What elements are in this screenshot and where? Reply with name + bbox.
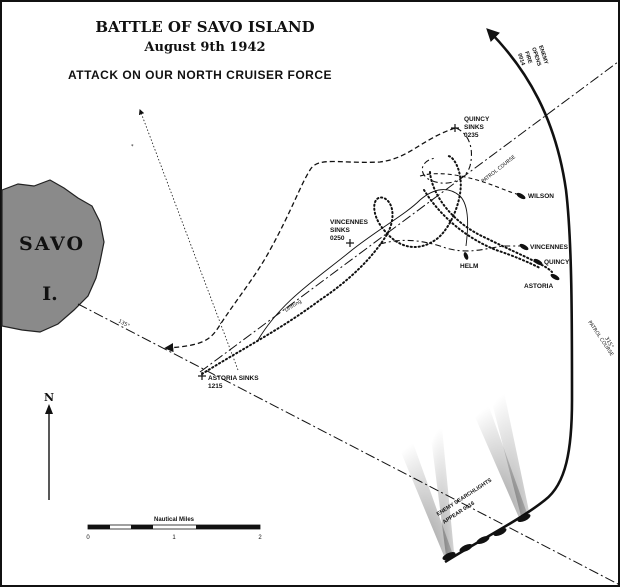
vincennes-ship [519, 243, 529, 251]
helm-label: HELM [460, 263, 478, 270]
us-ships [463, 192, 560, 281]
quincy-dotted-track [429, 171, 553, 273]
enemy-ships [442, 513, 531, 561]
vincennes-dotted-track [423, 189, 541, 269]
searchlight-beam-1 [398, 440, 452, 556]
dotted-track-arrow [138, 108, 239, 371]
searchlight-beam-3 [472, 404, 528, 520]
north-arrow [45, 404, 53, 500]
enemy-opens-fire-1: ENEMY [537, 45, 549, 66]
quincy-sinks-label-1: QUINCY [464, 116, 490, 123]
enemy-ship-2 [459, 543, 473, 553]
island-abbrev: I. [42, 283, 58, 305]
quincy-sinks-time: 0235 [464, 132, 479, 139]
enemy-opens-fire-3: FIRE [523, 51, 533, 65]
helm-ship [463, 252, 469, 260]
astoria-sinks-label: ASTORIA SINKS [208, 375, 259, 382]
wilson-ship [516, 192, 526, 200]
vincennes-sinks-time: 0250 [330, 235, 345, 242]
north-label: N [44, 391, 54, 404]
enemy-ship-1 [442, 551, 456, 561]
map-title: BATTLE OF SAVO ISLAND [95, 18, 314, 36]
scale-tick-2: 2 [258, 535, 262, 541]
quincy-label: QUINCY [544, 259, 570, 266]
map-subtitle: ATTACK ON OUR NORTH CRUISER FORCE [68, 68, 332, 82]
enemy-opens-fire-2: OPENS [530, 47, 542, 67]
scale-title: Nautical Miles [154, 517, 195, 523]
drifting-track [257, 189, 469, 341]
wilson-label: WILSON [528, 193, 554, 200]
quincy-ship [533, 258, 543, 266]
wilson-track [419, 173, 521, 196]
vincennes-track [379, 239, 522, 252]
heading-135-label: 135° [117, 318, 131, 329]
dashed-cruiser-track [164, 127, 456, 353]
scale-tick-0: 0 [86, 535, 90, 541]
astoria-sinks-marker [198, 372, 206, 380]
patrol-course-315-line [199, 61, 619, 373]
island-name: SAVO [19, 233, 85, 255]
patrol-course-135-line [77, 303, 619, 585]
searchlight-beam-2 [430, 428, 454, 556]
astoria-sinks-time: 1215 [208, 383, 223, 390]
vincennes-sinks-label-1: VINCENNES [330, 219, 369, 226]
quincy-sinks-marker [451, 124, 459, 132]
scale-tick-1: 1 [172, 535, 176, 541]
map-date: August 9th 1942 [143, 40, 265, 55]
enemy-ship-4 [493, 527, 507, 537]
vincennes-sinks-marker [346, 239, 354, 247]
track-mark: * [131, 144, 134, 150]
searchlight-beam-4 [490, 392, 530, 520]
scale-bar [87, 524, 261, 530]
enemy-ship-5 [517, 513, 531, 523]
astoria-ship [550, 273, 560, 281]
searchlight-beams [398, 392, 530, 556]
astoria-label: ASTORIA [524, 283, 553, 290]
enemy-opens-fire-time: 0014 [516, 53, 526, 67]
enemy-ship-3 [476, 535, 490, 545]
heading-315-label: 315° [603, 336, 614, 350]
vincennes-label: VINCENNES [530, 244, 569, 251]
astoria-dotted-track [201, 155, 462, 375]
vincennes-sinks-label-2: SINKS [330, 227, 351, 234]
quincy-sinks-label-2: SINKS [464, 124, 485, 131]
quincy-loop-track [421, 127, 473, 184]
savo-island [1, 179, 105, 333]
